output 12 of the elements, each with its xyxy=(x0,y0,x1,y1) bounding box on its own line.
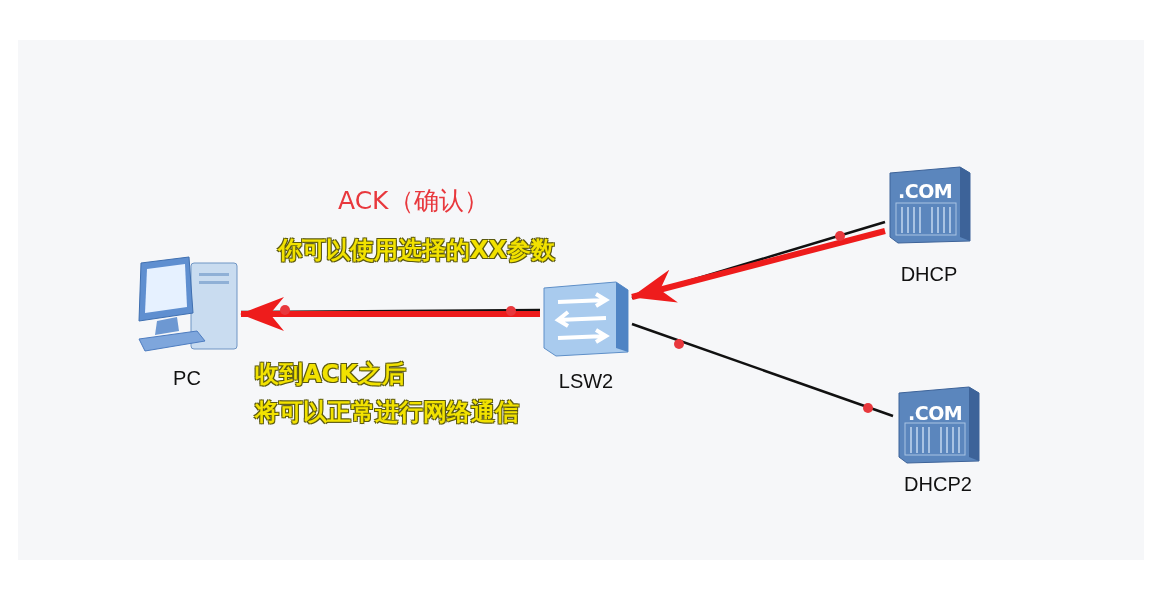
device-label: DHCP xyxy=(900,263,958,286)
annotation-text: 将可以正常进行网络通信 xyxy=(255,397,519,428)
network-link xyxy=(631,322,894,418)
device-label: PC xyxy=(173,367,201,390)
annotation-text: 收到ACK之后 xyxy=(255,359,406,390)
device-label: LSW2 xyxy=(558,370,614,393)
icon-label: .COM xyxy=(908,402,963,424)
icon-label: .COM xyxy=(898,180,953,202)
arrow xyxy=(240,297,540,331)
message-label: ACK（确认） xyxy=(338,185,489,217)
device-label: DHCP2 xyxy=(904,473,972,496)
annotation-text: 你可以使用选择的XX参数 xyxy=(278,235,555,266)
